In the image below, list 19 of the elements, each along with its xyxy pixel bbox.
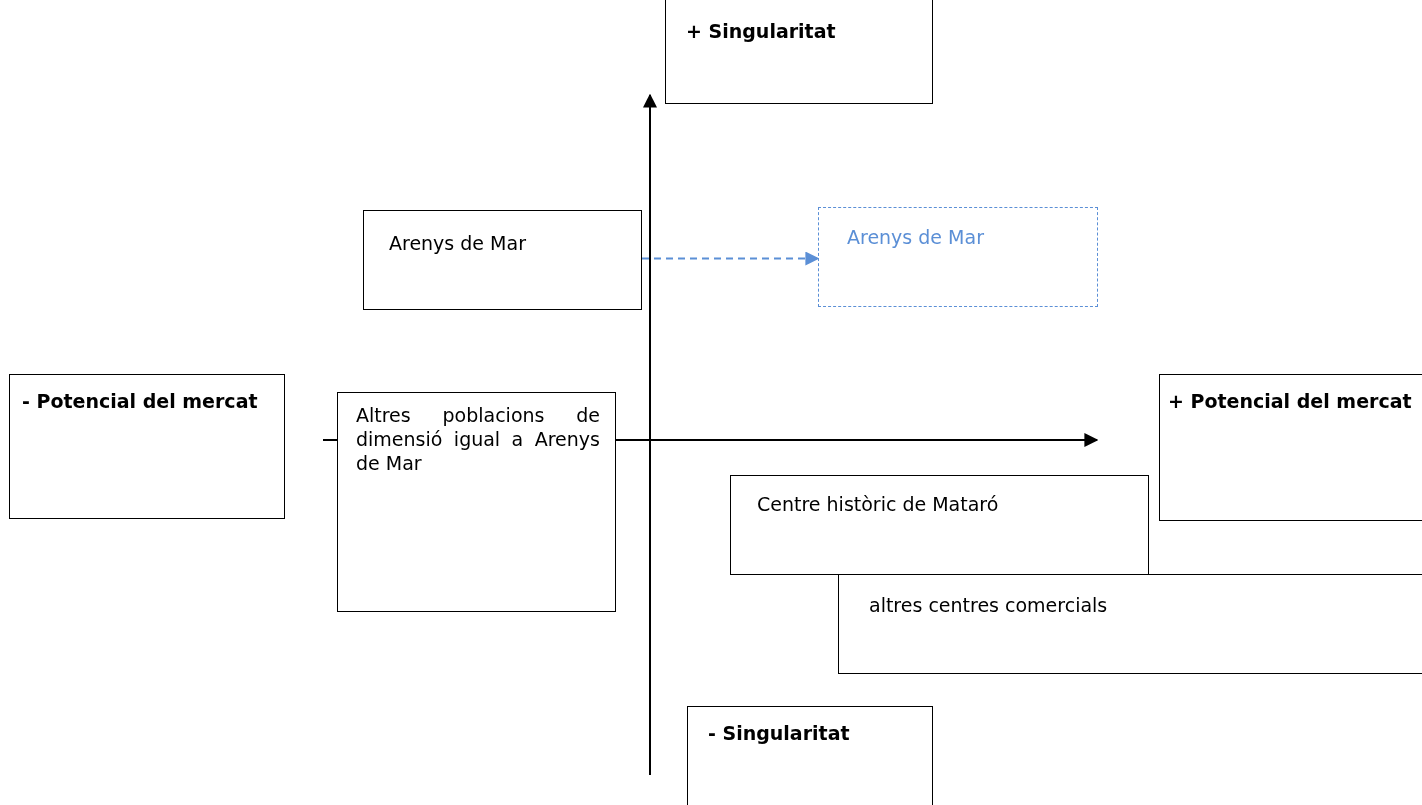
axis-label-box [665, 0, 933, 104]
position-box [337, 392, 616, 612]
axis-label: + Potencial del mercat [1168, 389, 1413, 413]
axis-label-box [687, 706, 933, 805]
position-box [363, 210, 642, 310]
target-position-box [818, 207, 1098, 307]
position-label: Arenys de Mar [389, 231, 527, 255]
position-box [838, 574, 1422, 674]
axis-label-box [9, 374, 285, 519]
position-label: Centre històric de Mataró [757, 492, 1000, 516]
position-label: Arenys de Mar [847, 225, 985, 249]
axis-label: - Singularitat [708, 721, 851, 745]
axis-label: + Singularitat [686, 19, 837, 43]
axis-label-box [1159, 374, 1422, 521]
position-box [730, 475, 1149, 575]
dashed-arrow [641, 251, 820, 266]
position-label: Altres poblacions de dimensió igual a Arenys de Mar [356, 403, 600, 475]
position-label: altres centres comercials [869, 593, 1109, 617]
axis-label: - Potencial del mercat [22, 389, 259, 413]
